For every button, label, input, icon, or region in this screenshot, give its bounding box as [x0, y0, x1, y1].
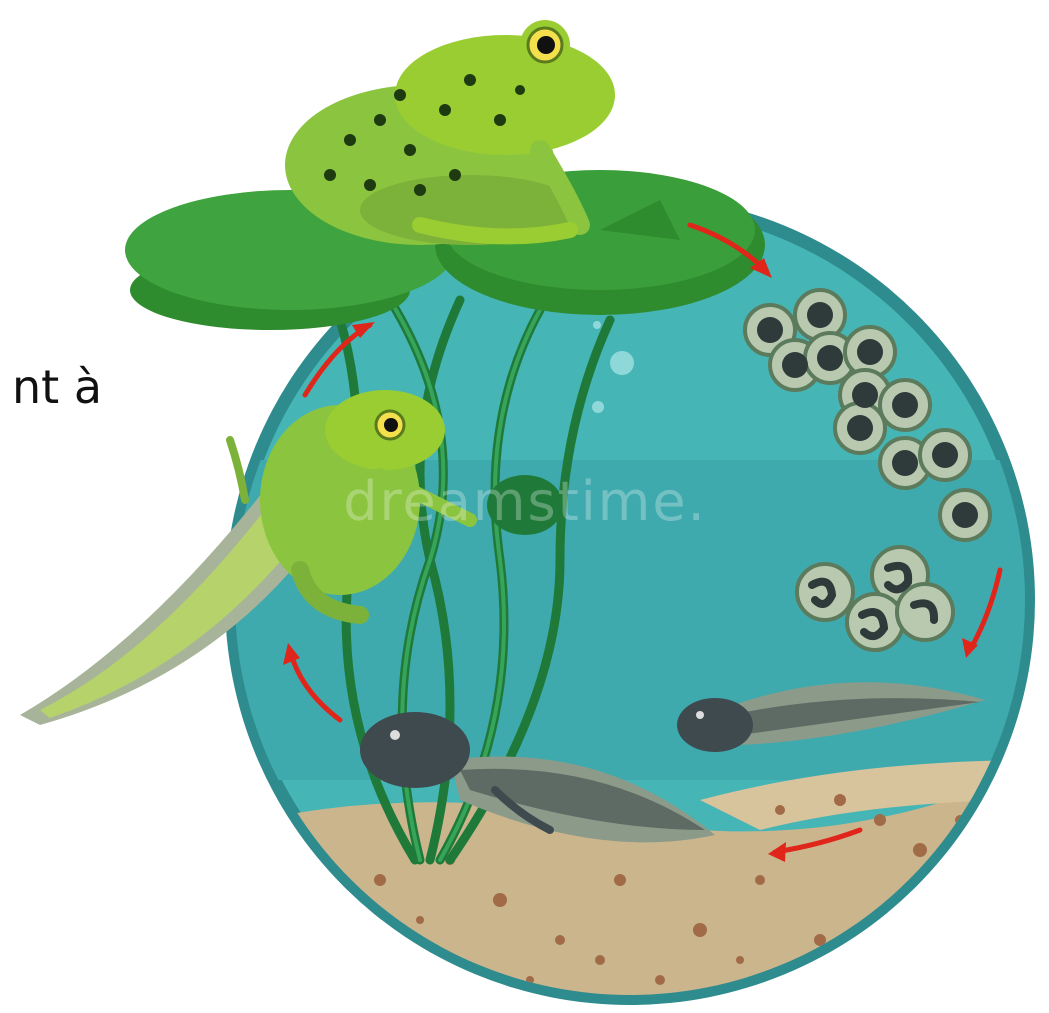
- adult-frog: [285, 20, 615, 245]
- watermark: dreamstime.: [300, 470, 750, 533]
